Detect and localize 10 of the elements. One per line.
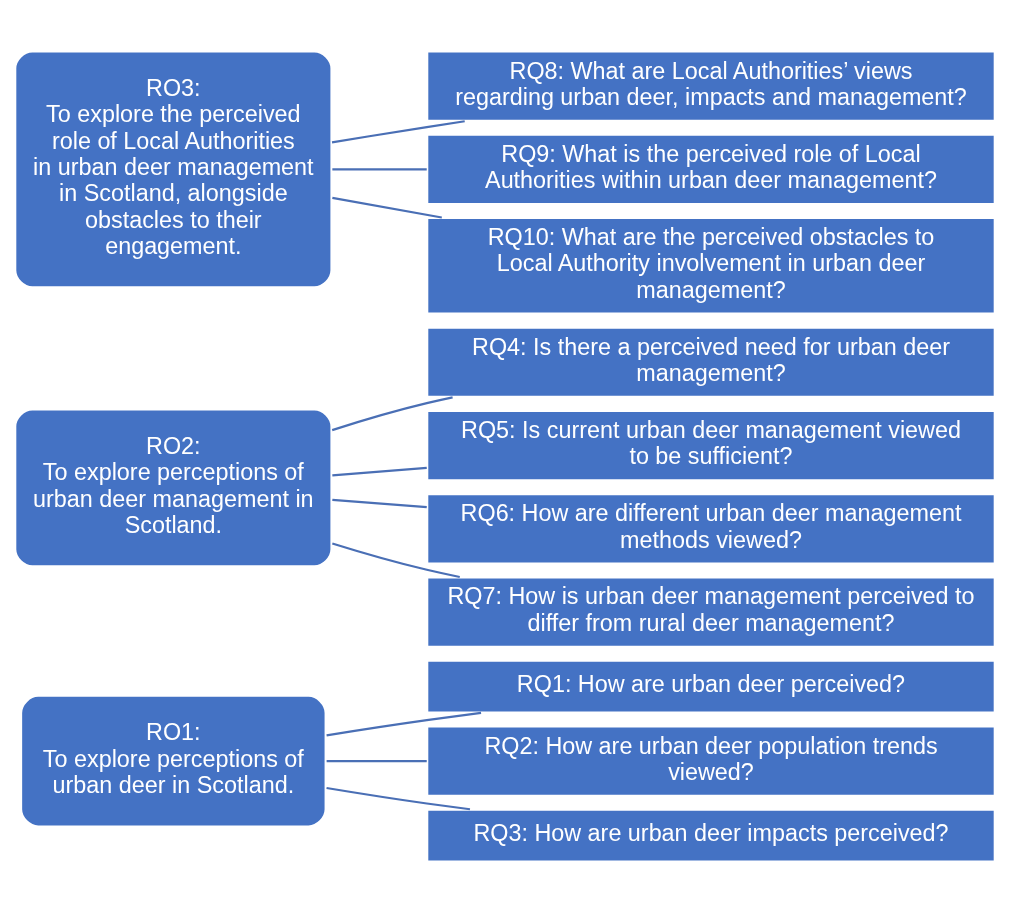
connector <box>325 711 481 737</box>
connector <box>326 760 427 763</box>
connector <box>325 786 470 811</box>
connector <box>331 466 427 477</box>
connector <box>331 396 453 432</box>
connector <box>331 120 465 144</box>
connector <box>331 498 427 509</box>
connector <box>331 196 442 219</box>
connector <box>331 542 460 579</box>
connector <box>331 168 427 171</box>
